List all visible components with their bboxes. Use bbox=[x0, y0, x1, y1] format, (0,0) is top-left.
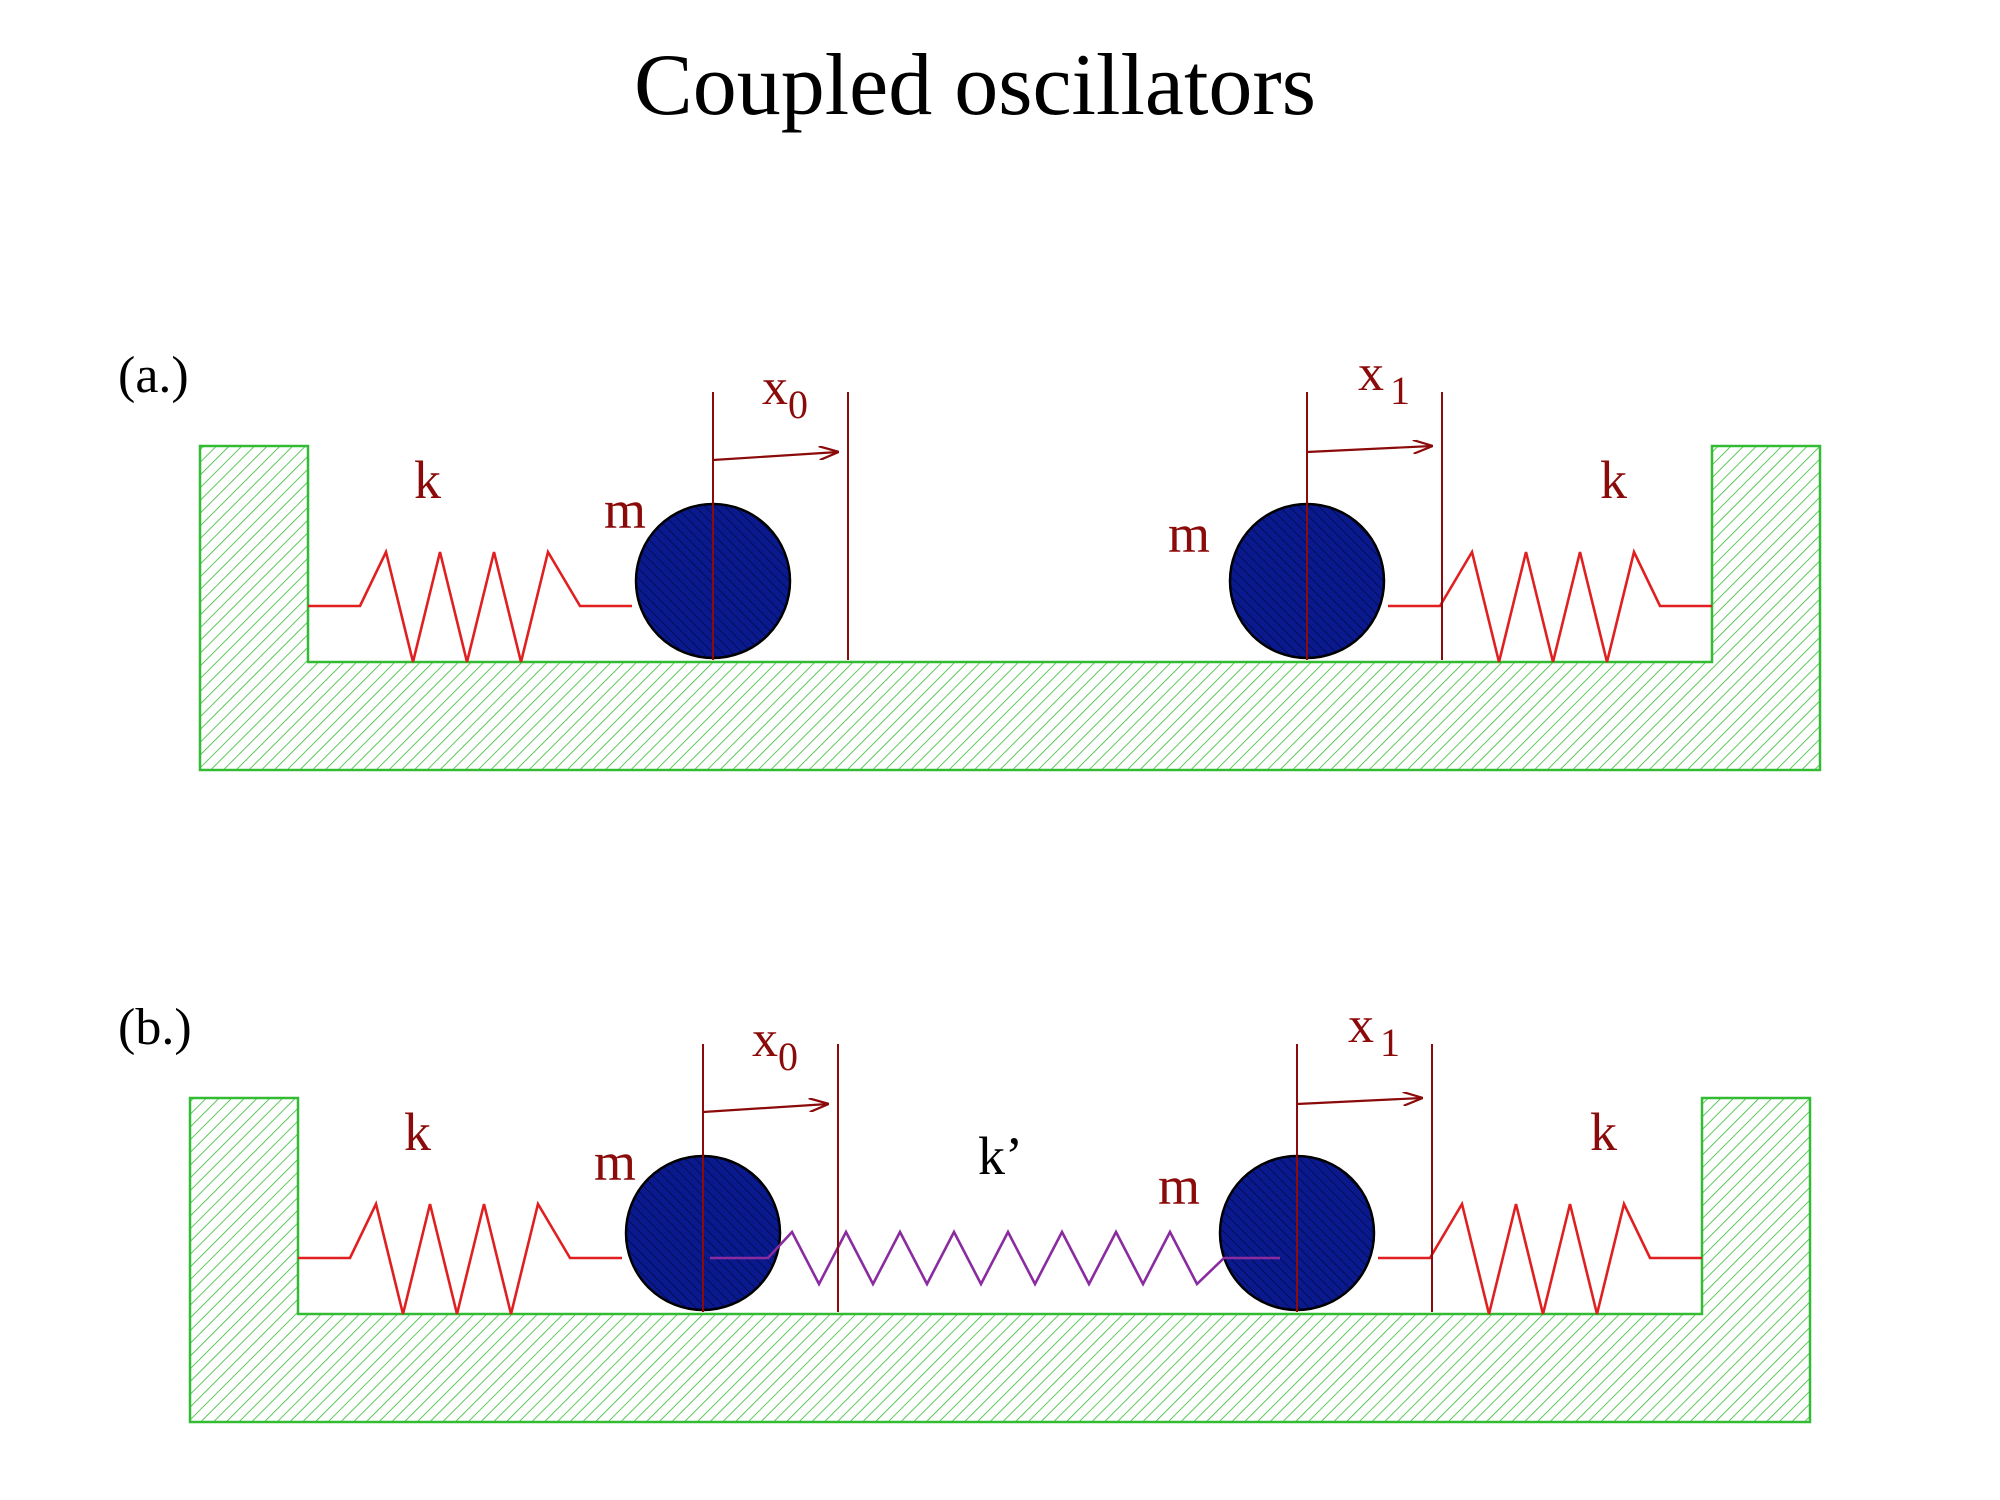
left-displacement-label: x0 bbox=[762, 359, 808, 427]
trough-wall bbox=[188, 1096, 1812, 1424]
left-mass-label: m bbox=[604, 480, 646, 540]
right-mass-label: m bbox=[1168, 504, 1210, 564]
page-title: Coupled oscillators bbox=[634, 37, 1316, 134]
coupling-spring-label: k’ bbox=[978, 1126, 1023, 1186]
right-mass-label: m bbox=[1158, 1156, 1200, 1216]
panel-label: (b.) bbox=[118, 999, 192, 1056]
right-spring-label: k bbox=[1590, 1102, 1617, 1162]
right-spring bbox=[1378, 1200, 1702, 1315]
left-spring-label: k bbox=[404, 1102, 431, 1162]
left-displacement-arrow bbox=[712, 452, 838, 462]
coupling-spring bbox=[710, 1229, 1280, 1287]
right-displacement-arrow bbox=[1306, 446, 1432, 452]
right-spring-label: k bbox=[1600, 450, 1627, 510]
left-mass-label: m bbox=[594, 1132, 636, 1192]
right-displacement-arrow bbox=[1296, 1098, 1422, 1104]
panel-label: (a.) bbox=[118, 347, 189, 404]
left-spring bbox=[308, 548, 632, 663]
right-spring bbox=[1388, 548, 1712, 663]
left-spring-label: k bbox=[414, 450, 441, 510]
left-spring bbox=[298, 1200, 622, 1315]
left-displacement-label: x0 bbox=[752, 1011, 798, 1079]
left-displacement-arrow bbox=[702, 1104, 828, 1114]
trough-wall bbox=[198, 444, 1822, 772]
